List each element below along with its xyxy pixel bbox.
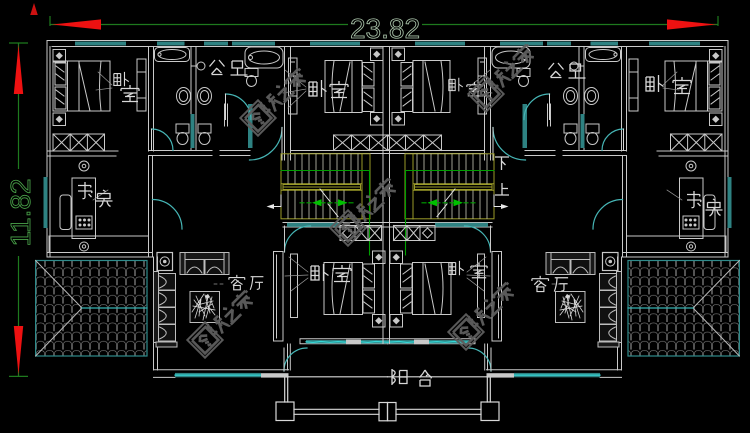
svg-text:11.82: 11.82: [5, 179, 36, 247]
svg-text:23.82: 23.82: [350, 13, 420, 44]
